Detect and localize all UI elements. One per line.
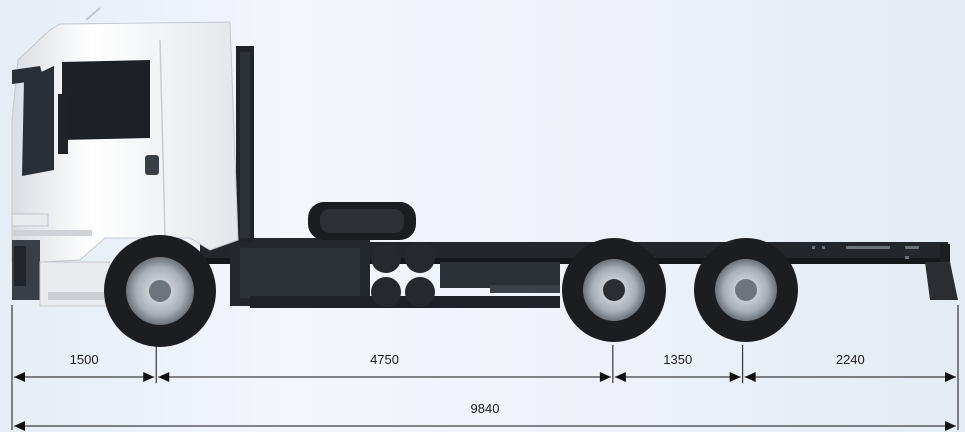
total-arrow-start xyxy=(14,421,25,431)
segment-arrow-end-0 xyxy=(143,372,155,382)
dimension-label-wheelbase: 4750 xyxy=(370,352,399,367)
rear-wheel-2 xyxy=(694,238,798,342)
segment-arrow-start-3 xyxy=(744,372,756,382)
dimension-lines xyxy=(11,305,959,431)
segment-arrow-start-0 xyxy=(14,372,25,382)
segment-arrow-end-2 xyxy=(729,372,741,382)
spare-tire xyxy=(308,202,416,240)
dimension-label-axle-spacing: 1350 xyxy=(663,352,693,367)
segment-arrow-end-1 xyxy=(599,372,611,382)
truck-cab xyxy=(11,7,239,307)
rear-wheel-1 xyxy=(562,238,666,342)
front-wheel xyxy=(104,235,216,347)
dimension-label-front-overhang: 1500 xyxy=(69,352,99,367)
segment-arrow-start-1 xyxy=(158,372,170,382)
exhaust-stack xyxy=(236,46,254,242)
chassis-components xyxy=(230,238,560,308)
segment-arrow-end-3 xyxy=(945,372,956,382)
total-arrow-end xyxy=(945,421,956,431)
dimension-label-total-length: 9840 xyxy=(470,401,500,416)
dimension-label-rear-overhang: 2240 xyxy=(835,352,865,367)
segment-arrow-start-2 xyxy=(614,372,626,382)
